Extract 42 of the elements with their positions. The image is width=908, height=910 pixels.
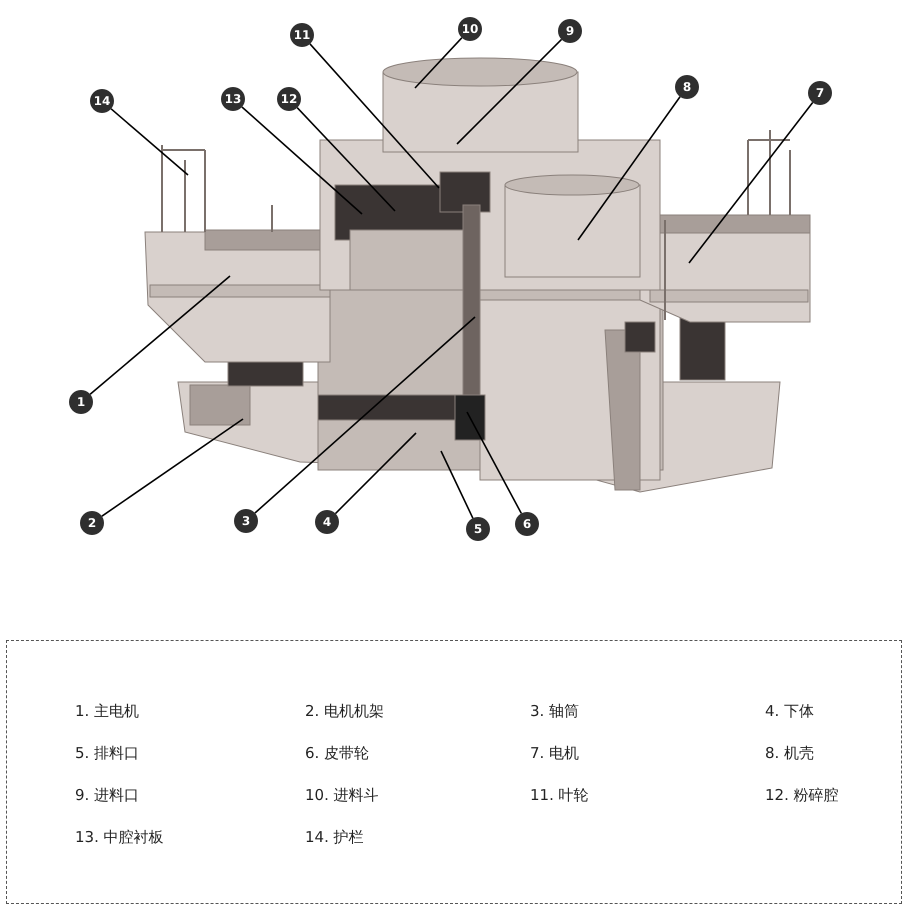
- part-label: 3. 轴筒: [530, 702, 580, 721]
- part-label: 11. 叶轮: [530, 786, 589, 805]
- part-label: 4. 下体: [765, 702, 814, 721]
- leader-line: [456, 38, 562, 145]
- part-label: 7. 电机: [530, 744, 580, 763]
- leader-line: [101, 418, 244, 517]
- callout-number: 11: [290, 23, 314, 47]
- callout-number: 4: [315, 510, 339, 534]
- callout-number: 7: [808, 81, 832, 105]
- callout-number: 1: [69, 390, 93, 414]
- callout-number: 3: [234, 509, 258, 533]
- part-label: 6. 皮带轮: [305, 744, 370, 763]
- leader-line: [241, 106, 363, 215]
- part-label: 1. 主电机: [75, 702, 140, 721]
- callout-number: 12: [277, 87, 301, 111]
- part-label: 9. 进料口: [75, 786, 140, 805]
- part-label: 2. 电机机架: [305, 702, 384, 721]
- callout-number: 10: [458, 17, 482, 41]
- leader-line: [440, 450, 474, 518]
- leader-line: [296, 107, 396, 212]
- part-label: 13. 中腔衬板: [75, 828, 164, 847]
- leader-line: [90, 275, 231, 395]
- callout-number: 9: [558, 19, 582, 43]
- leader-line: [334, 432, 417, 514]
- leader-line: [110, 108, 189, 176]
- callout-number: 2: [80, 511, 104, 535]
- part-label: 14. 护栏: [305, 828, 364, 847]
- leader-line: [414, 37, 462, 89]
- leader-line: [577, 96, 681, 240]
- part-label: 5. 排料口: [75, 744, 140, 763]
- leader-line: [688, 102, 814, 264]
- part-label: 10. 进料斗: [305, 786, 379, 805]
- leader-line: [466, 412, 522, 514]
- leader-line: [254, 316, 476, 514]
- part-label: 12. 粉碎腔: [765, 786, 839, 805]
- callout-number: 5: [466, 517, 490, 541]
- callout-number: 13: [221, 87, 245, 111]
- callout-number: 6: [515, 512, 539, 536]
- part-label: 8. 机壳: [765, 744, 814, 763]
- callout-number: 14: [90, 89, 114, 113]
- callout-number: 8: [675, 75, 699, 99]
- leader-line: [309, 43, 440, 189]
